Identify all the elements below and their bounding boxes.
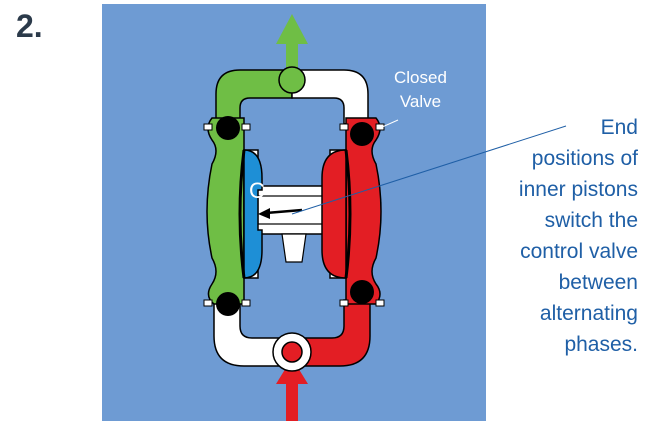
closed-valve-label-line: Valve [399,92,442,111]
outlet-arrow-icon [276,14,308,74]
left-chamber [206,117,245,305]
diaphragm-chamber-c [243,149,263,279]
bottom-manifold [213,299,371,372]
valve-label-leader [379,119,399,129]
caption-line: alternating [539,302,638,325]
caption-line: control valve [520,240,638,263]
caption-line: between [558,271,638,294]
caption-line: inner pistons [518,178,638,201]
caption-line: phases. [564,333,638,356]
caption-line: End [600,116,638,139]
closed-valve-label: Closed Valve [394,66,447,114]
direction-arrow-icon [258,208,303,219]
closed-valve-label-line: Closed [394,68,447,87]
top-manifold [215,66,369,125]
caption-line: switch the [544,209,638,232]
center-foot [281,233,307,263]
check-valve-ball-icon [203,116,385,316]
right-chamber [345,117,382,305]
chamber-letter: C [249,178,265,203]
caption-line: positions of [531,147,638,170]
caption-leader [291,125,567,215]
step-number: 2. [16,8,43,44]
caption-text: End positions of inner pistons switch th… [468,112,638,360]
diaphragm-chamber-right [321,149,347,279]
